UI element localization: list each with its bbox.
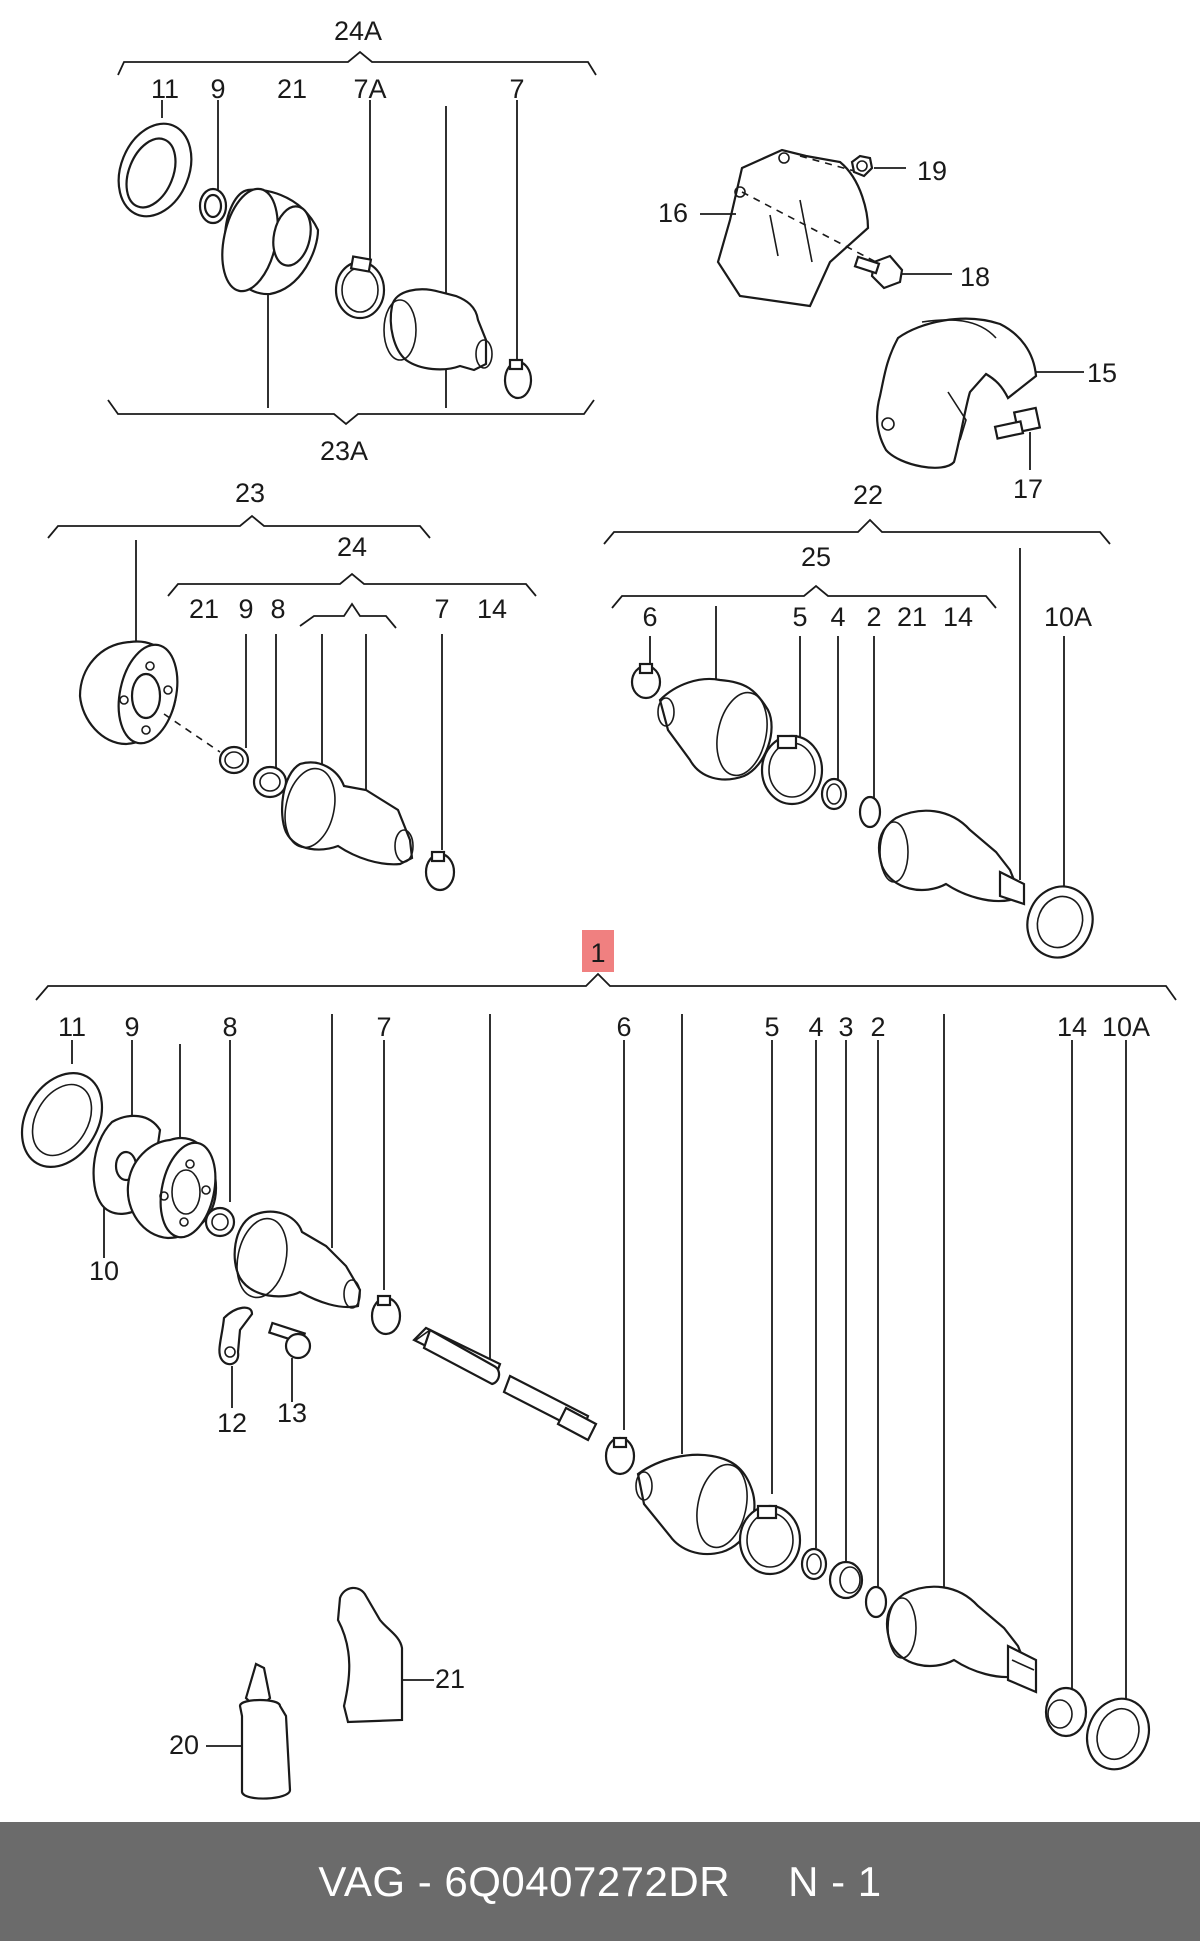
label-7b: 7 — [434, 594, 449, 624]
label-7A: 7A — [353, 74, 386, 104]
label-5c: 5 — [792, 602, 807, 632]
label-25: 25 — [801, 542, 831, 572]
footer-page: N - 1 — [788, 1857, 882, 1905]
label-13m: 13 — [277, 1398, 307, 1428]
label-17: 17 — [1013, 474, 1043, 504]
label-22: 22 — [853, 480, 883, 510]
label-9: 9 — [210, 74, 225, 104]
label-10m: 10 — [89, 1256, 119, 1286]
label-20m: 20 — [169, 1730, 199, 1760]
label-3m: 3 — [838, 1012, 853, 1042]
label-10A-main: 10A — [1102, 1012, 1150, 1042]
label-23: 23 — [235, 478, 265, 508]
highlight-box-1 — [582, 930, 614, 972]
label-21: 21 — [277, 74, 307, 104]
label-24: 24 — [337, 532, 367, 562]
label-7: 7 — [509, 74, 524, 104]
label-18: 18 — [960, 262, 990, 292]
label-12m: 12 — [217, 1408, 247, 1438]
footer-brand: VAG — [318, 1857, 406, 1905]
label-9m: 9 — [124, 1012, 139, 1042]
group-heat-shield — [700, 148, 1084, 470]
group-24A — [107, 50, 597, 426]
label-21m: 21 — [435, 1664, 465, 1694]
label-4m: 4 — [808, 1012, 823, 1042]
part-number-footer: VAG - 6Q0407272DR N - 1 — [0, 1822, 1200, 1941]
label-8m: 8 — [222, 1012, 237, 1042]
label-23A: 23A — [320, 436, 368, 466]
callout-labels: 24A 23A 11 9 21 7A 7 16 19 18 15 17 23 2… — [58, 16, 1150, 1760]
label-21c: 21 — [897, 602, 927, 632]
footer-separator: - — [417, 1857, 433, 1905]
label-14c: 14 — [943, 602, 973, 632]
label-11: 11 — [151, 74, 179, 104]
label-4c: 4 — [830, 602, 845, 632]
label-2c: 2 — [866, 602, 881, 632]
group-23-24 — [47, 514, 537, 892]
footer-part-number: 6Q0407272DR — [444, 1857, 731, 1905]
label-6c: 6 — [642, 602, 657, 632]
label-2m: 2 — [870, 1012, 885, 1042]
group-22-25 — [603, 518, 1111, 959]
label-11m: 11 — [58, 1012, 86, 1042]
main-assembly — [20, 930, 1177, 1800]
label-14b: 14 — [477, 594, 507, 624]
label-24A: 24A — [334, 16, 382, 46]
label-9b: 9 — [238, 594, 253, 624]
label-7m: 7 — [376, 1012, 391, 1042]
label-21b: 21 — [189, 594, 219, 624]
label-16: 16 — [658, 198, 688, 228]
label-6m: 6 — [616, 1012, 631, 1042]
label-19: 19 — [917, 156, 947, 186]
label-8b: 8 — [270, 594, 285, 624]
label-15: 15 — [1087, 358, 1117, 388]
label-14m: 14 — [1057, 1012, 1087, 1042]
label-5m: 5 — [764, 1012, 779, 1042]
label-10A-top: 10A — [1044, 602, 1092, 632]
label-1: 1 — [590, 938, 605, 968]
exploded-parts-diagram: 24A 23A 11 9 21 7A 7 16 19 18 15 17 23 2… — [20, 16, 1177, 1800]
